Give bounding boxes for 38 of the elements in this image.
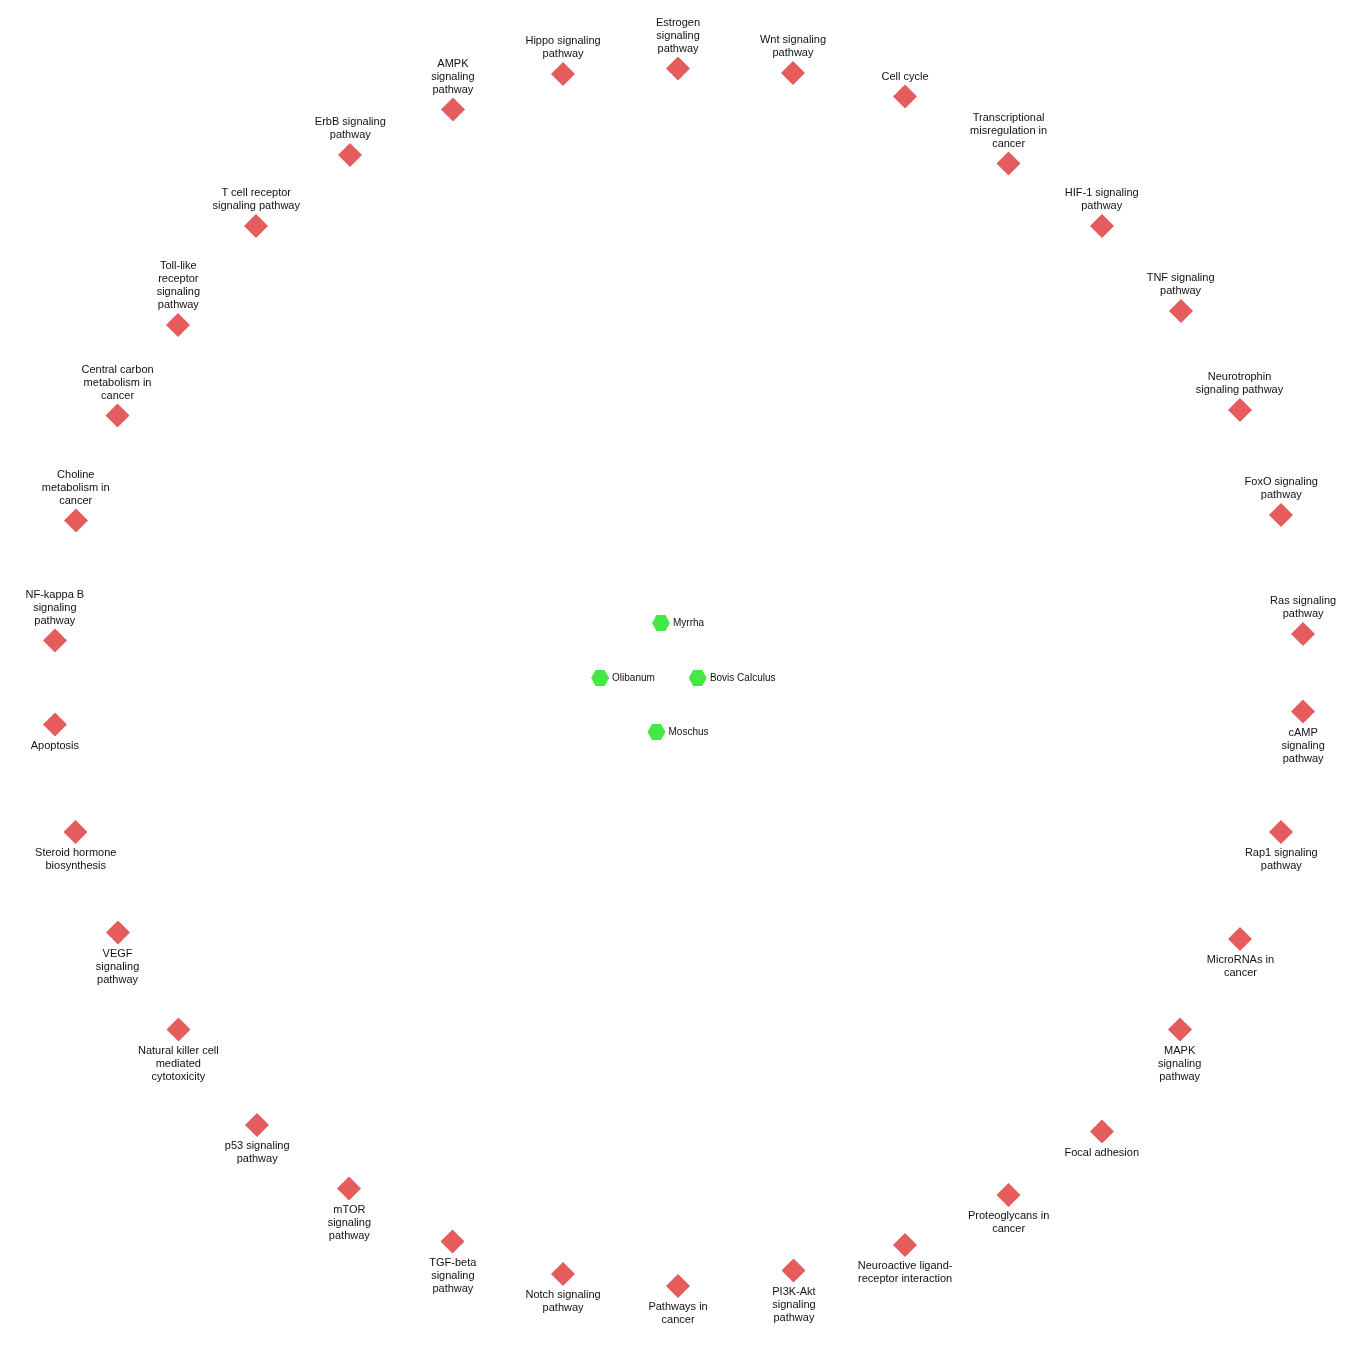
herb-label: Bovis Calculus — [709, 671, 776, 684]
pathway-label: Wnt signaling pathway — [758, 33, 827, 60]
pathway-label: Choline metabolism in cancer — [40, 467, 111, 507]
herb-label: Olibanum — [612, 671, 655, 684]
pathway-label: Apoptosis — [29, 738, 80, 752]
pathway-label: mTOR signaling pathway — [326, 1202, 373, 1242]
pathway-label: FoxO signaling pathway — [1243, 475, 1319, 502]
pathway-label: TNF signaling pathway — [1145, 270, 1216, 297]
pathway-label: Central carbon metabolism in cancer — [80, 362, 155, 402]
pathway-label: Hippo signaling pathway — [524, 34, 602, 61]
pathway-label: Rap1 signaling pathway — [1243, 845, 1319, 872]
pathway-label: Toll-like receptor signaling pathway — [155, 258, 202, 311]
pathway-label: HIF-1 signaling pathway — [1063, 186, 1140, 213]
pathway-label: Proteoglycans in cancer — [966, 1208, 1051, 1235]
pathway-label: Natural killer cell mediated cytotoxicity — [137, 1043, 220, 1083]
pathway-label: Focal adhesion — [1063, 1145, 1141, 1158]
pathway-label: Neuroactive ligand-receptor interaction — [856, 1259, 954, 1286]
pathway-label: Neurotrophin signaling pathway — [1194, 369, 1285, 396]
pathway-label: ErbB signaling pathway — [313, 115, 387, 141]
pathway-label: VEGF signaling pathway — [94, 946, 141, 986]
pathway-label: p53 signaling pathway — [223, 1138, 291, 1165]
pathway-label: MAPK signaling pathway — [1156, 1043, 1203, 1083]
pathway-label: AMPK signaling pathway — [430, 56, 476, 96]
pathway-label: Cell cycle — [880, 69, 930, 83]
pathway-label: Notch signaling pathway — [524, 1287, 602, 1314]
pathway-label: Estrogen signaling pathway — [655, 15, 702, 55]
pathway-label: Pathways in cancer — [647, 1300, 709, 1326]
pathway-label: PI3K-Akt signaling pathway — [771, 1284, 817, 1323]
pathway-label: cAMP signaling pathway — [1280, 725, 1326, 765]
pathway-label: Steroid hormone biosynthesis — [34, 845, 118, 872]
pathway-label: Ras signaling pathway — [1269, 593, 1338, 620]
pathway-label: NF-kappa B signaling pathway — [24, 587, 86, 627]
herb-label: Moschus — [668, 725, 709, 738]
pathway-label: T cell receptor signaling pathway — [211, 186, 301, 213]
pathway-label: Transcriptional misregulation in cancer — [969, 110, 1049, 150]
pathway-label: MicroRNAs in cancer — [1205, 953, 1276, 980]
herb-label: Myrrha — [673, 616, 705, 629]
pathway-label: TGF-beta signaling pathway — [428, 1255, 478, 1295]
